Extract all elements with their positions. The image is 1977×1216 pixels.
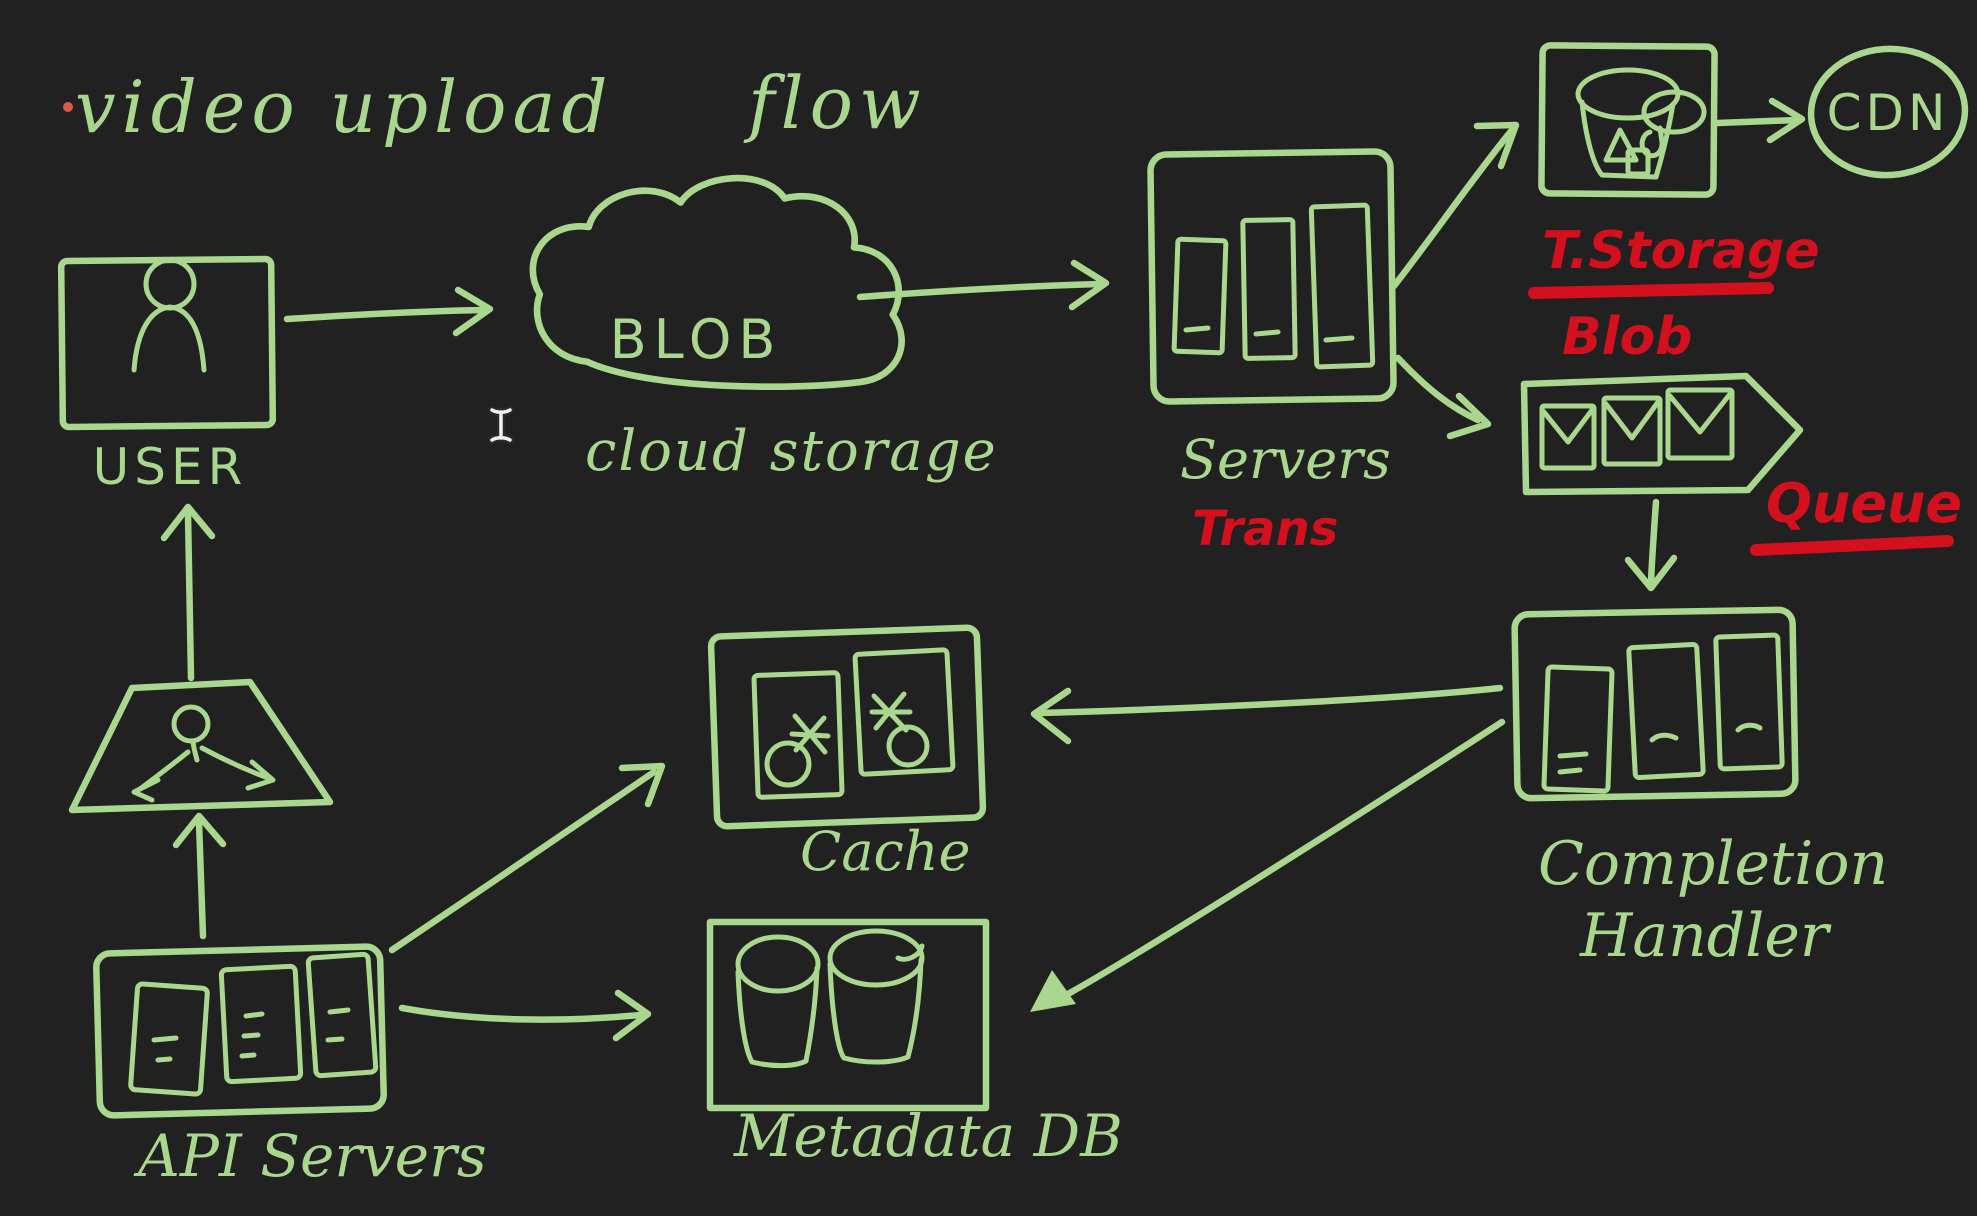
arrow-servers-to-tstorage (1390, 121, 1520, 290)
servers-label: Servers (1180, 428, 1391, 491)
bucket-icon (1575, 67, 1707, 180)
user-box (57, 255, 277, 431)
person-icon (131, 257, 207, 373)
page-title: video upload (75, 65, 614, 149)
cache-box (707, 624, 987, 830)
servers-box (1147, 148, 1397, 405)
completion-box (1511, 606, 1799, 802)
metadata-box (706, 918, 990, 1112)
arrow-completion-to-cache (1030, 684, 1504, 745)
cache-label: Cache (800, 820, 971, 883)
completion-label-line2: Handler (1579, 901, 1832, 971)
cloud-storage-label: cloud storage (585, 419, 998, 484)
page-title-suffix: flow (743, 61, 927, 145)
arrow-tstorage-to-cdn (1714, 97, 1806, 144)
tstorage-box (1538, 42, 1718, 198)
queue-node: Queue (1520, 372, 1962, 556)
load-balancer-box (68, 678, 334, 814)
text-cursor (488, 406, 514, 444)
arrow-api-to-metadata (398, 989, 652, 1042)
queue-box (1520, 372, 1804, 496)
key-icon (751, 647, 956, 800)
arrow-api-to-loadbalancer (172, 812, 227, 940)
transcoded-storage-node: T.Storage Blob (1528, 42, 1820, 367)
cloud-storage-node: BLOB cloud storage (529, 174, 998, 484)
arrow-completion-to-metadata (1030, 718, 1506, 1012)
user-node: USER (57, 255, 277, 496)
completion-handler-node: Completion Handler (1511, 606, 1888, 971)
cloud-icon (529, 174, 905, 391)
cdn-circle (1807, 45, 1969, 179)
load-balancer-icon (131, 704, 276, 803)
completion-label-line1: Completion (1538, 829, 1888, 899)
servers-annotation-trans: Trans (1192, 501, 1338, 557)
api-servers-node: API Servers (93, 943, 487, 1190)
stray-red-dot (63, 102, 73, 112)
arrow-queue-to-completion (1624, 498, 1678, 592)
api-servers-box (93, 943, 387, 1119)
database-bucket-icon (735, 928, 925, 1069)
arrow-loadbalancer-to-user (160, 503, 216, 682)
tstorage-underline (1528, 282, 1774, 299)
tstorage-annotation: T.Storage (1542, 221, 1820, 281)
cdn-label: CDN (1827, 84, 1950, 142)
metadata-db-label: Metadata DB (733, 1102, 1123, 1170)
arrow-servers-to-queue (1394, 354, 1492, 440)
envelope-icon (1539, 387, 1735, 471)
user-label: USER (93, 438, 248, 496)
queue-underline (1750, 535, 1954, 556)
api-servers-label: API Servers (133, 1122, 487, 1190)
arrow-user-to-cloud (283, 286, 494, 337)
cdn-node: CDN (1807, 45, 1969, 179)
server-rack-icon (128, 951, 379, 1097)
arrow-api-to-cache (388, 762, 666, 954)
metadata-db-node: Metadata DB (706, 918, 1123, 1170)
tstorage-annotation-blob: Blob (1562, 307, 1692, 367)
blob-text: BLOB (610, 308, 783, 371)
server-rack-icon (1171, 202, 1376, 370)
load-balancer-node (68, 678, 334, 814)
cache-node: Cache (707, 624, 987, 883)
servers-node: Servers Trans (1147, 148, 1397, 557)
task-card-icon (1541, 632, 1785, 794)
arrow-cloud-to-servers (856, 259, 1110, 311)
queue-annotation: Queue (1766, 472, 1962, 535)
